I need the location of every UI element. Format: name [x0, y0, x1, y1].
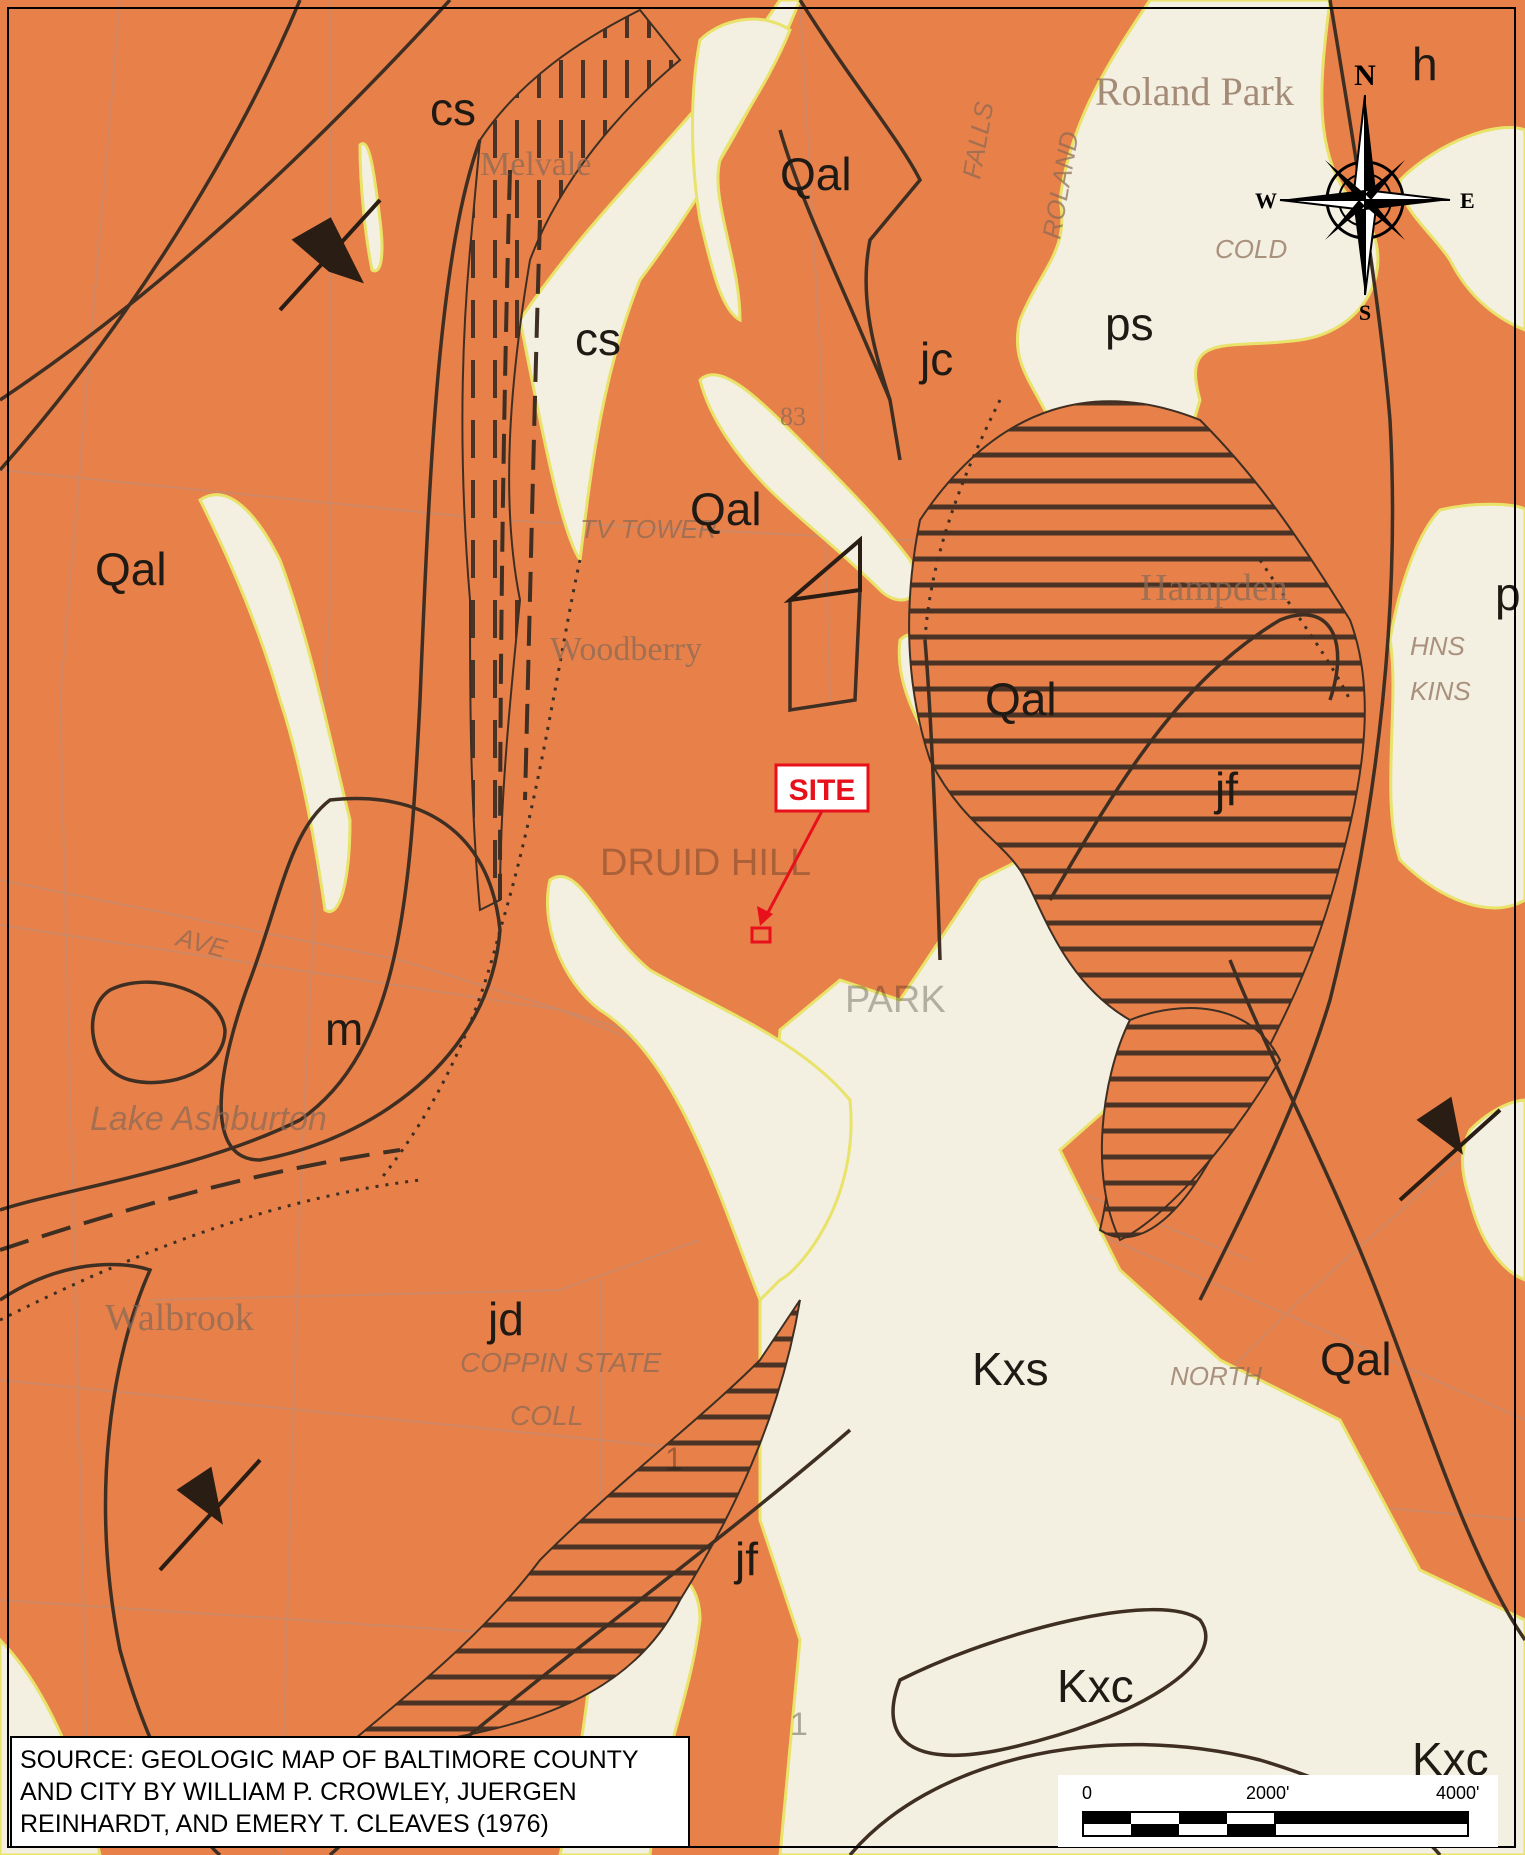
compass-n: N: [1354, 59, 1376, 92]
place-lake-ashburton: Lake Ashburton: [90, 1100, 327, 1138]
scale-bar-graphic: [1082, 1811, 1469, 1837]
site-location: [750, 926, 772, 944]
place-kins: KINS: [1410, 676, 1471, 706]
unit-kxs: Kxs: [972, 1343, 1049, 1395]
hatched-units: [328, 8, 1366, 1770]
unit-jf-1: jf: [1213, 763, 1238, 815]
scale-bar: 0 2000' 4000': [1058, 1775, 1498, 1847]
unit-jf-2: jf: [733, 1533, 758, 1585]
place-names: Melvale Roland Park TV TOWER Woodberry D…: [90, 69, 1471, 1742]
unit-kxc-1: Kxc: [1057, 1660, 1134, 1712]
place-roland-park: Roland Park: [1095, 69, 1294, 114]
place-cold: COLD: [1215, 234, 1287, 264]
place-coppin-state: COPPIN STATE: [460, 1347, 662, 1378]
site-label: SITE: [789, 774, 856, 807]
place-melvale: Melvale: [480, 146, 591, 183]
unit-p-edge: p: [1495, 568, 1521, 620]
compass-s: S: [1359, 300, 1371, 325]
unit-qal-2: Qal: [690, 483, 762, 535]
north-arrow-icon: [1365, 95, 1377, 200]
unit-h: h: [1412, 38, 1438, 90]
compass-w: W: [1255, 188, 1277, 213]
place-hampden: Hampden: [1140, 567, 1288, 609]
unit-jc: jc: [918, 333, 953, 385]
unit-jd: jd: [486, 1293, 524, 1345]
source-citation: SOURCE: GEOLOGIC MAP OF BALTIMORE COUNTY…: [10, 1736, 690, 1848]
place-coll: COLL: [510, 1400, 583, 1431]
map-frame: [7, 7, 1516, 1848]
unit-ps: ps: [1105, 298, 1154, 350]
route-83: 83: [780, 402, 806, 431]
place-woodberry: Woodberry: [550, 631, 702, 668]
place-tv-tower: TV TOWER: [580, 514, 717, 544]
compass-e: E: [1460, 188, 1475, 213]
source-line-1: SOURCE: GEOLOGIC MAP OF BALTIMORE COUNTY: [20, 1746, 639, 1774]
unit-cs-mid: cs: [575, 313, 621, 365]
place-north: NORTH: [1170, 1361, 1262, 1391]
compass-rose: N S E W: [1255, 59, 1475, 325]
route-1-a: 1: [665, 1441, 683, 1477]
route-1-b: 1: [790, 1706, 808, 1742]
scale-label-0: 0: [1082, 1783, 1093, 1803]
place-walbrook: Walbrook: [105, 1297, 254, 1339]
dotted-contacts: [0, 399, 1352, 1322]
structure-symbols: [158, 198, 1502, 1572]
unit-qal-1: Qal: [780, 148, 852, 200]
place-park: PARK: [845, 979, 946, 1021]
scale-label-4000: 4000': [1436, 1783, 1480, 1803]
unit-qal-3: Qal: [95, 543, 167, 595]
place-druid-hill: DRUID HILL: [600, 842, 811, 884]
unit-m: m: [325, 1003, 363, 1055]
unit-qal-4: Qal: [985, 673, 1057, 725]
source-line-3: REINHARDT, AND EMERY T. CLEAVES (1976): [20, 1810, 549, 1838]
site-marker: SITE: [750, 763, 870, 944]
unit-cs-top: cs: [430, 83, 476, 135]
unit-labels: cs cs h Qal Qal Qal Qal Qal jc ps p jf j…: [95, 38, 1521, 1785]
site-arrowhead: [757, 906, 773, 926]
dashed-contacts: [0, 169, 542, 1252]
site-label-box: [774, 763, 870, 813]
unit-qal-5: Qal: [1320, 1333, 1392, 1385]
place-hns: HNS: [1410, 631, 1466, 661]
scale-label-2000: 2000': [1246, 1783, 1290, 1803]
site-arrow: [762, 810, 824, 921]
source-line-2: AND CITY BY WILLIAM P. CROWLEY, JUERGEN: [20, 1778, 577, 1806]
